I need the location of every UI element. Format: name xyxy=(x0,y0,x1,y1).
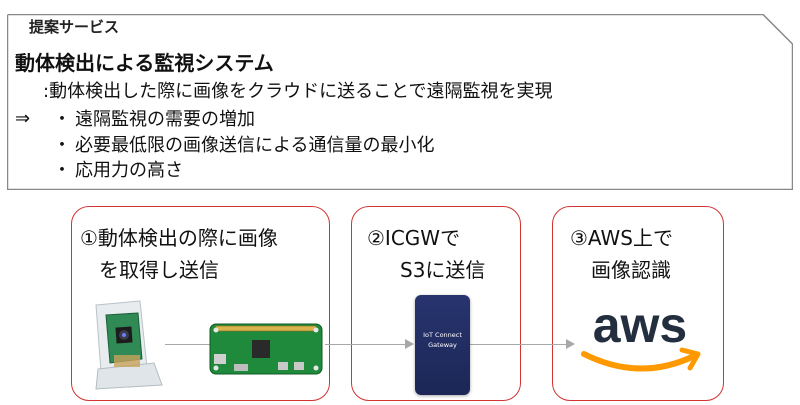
step2-line2: S3に送信 xyxy=(400,258,486,282)
flow-line-pi-to-gateway xyxy=(325,344,405,345)
raspberry-pi-board-icon xyxy=(209,323,323,375)
benefit-item: ・遠隔監視の需要の増加 xyxy=(53,107,434,133)
implies-arrow: ⇒ xyxy=(15,108,31,129)
gateway-label-line1: IoT Connect xyxy=(423,331,462,339)
step2-line1: ②ICGWで xyxy=(367,226,461,250)
benefit-item: ・応用力の高さ xyxy=(53,158,434,184)
flow-arrowhead-aws xyxy=(566,339,575,349)
camera-module-icon xyxy=(95,300,163,390)
flow-line-camera-to-pi xyxy=(165,344,210,345)
iot-connect-gateway-device: IoT Connect Gateway xyxy=(415,295,470,395)
step3-line1: ③AWS上で xyxy=(570,226,673,250)
proposal-tab-label: 提案サービス xyxy=(23,17,126,37)
step3-line2: 画像認識 xyxy=(591,258,671,282)
flow-line-gateway-to-aws xyxy=(470,344,566,345)
bullet-mark: ・ xyxy=(53,109,71,130)
aws-logo-text: aws xyxy=(593,297,688,353)
proposal-description: :動体検出した際に画像をクラウドに送ることで遠隔監視を実現 xyxy=(43,81,553,102)
gateway-label-line2: Gateway xyxy=(428,341,457,349)
bullet-mark: ・ xyxy=(53,134,71,156)
proposal-title: 動体検出による監視システム xyxy=(15,51,274,75)
flow-arrowhead-gateway xyxy=(405,339,414,349)
benefit-list: ・遠隔監視の需要の増加 ・必要最低限の画像送信による通信量の最小化 ・応用力の高… xyxy=(53,107,434,184)
proposal-box: 提案サービス 動体検出による監視システム :動体検出した際に画像をクラウドに送る… xyxy=(7,14,793,190)
benefit-item: ・必要最低限の画像送信による通信量の最小化 xyxy=(53,133,434,159)
step1-line1: ①動体検出の際に画像 xyxy=(80,226,278,250)
aws-logo-icon: aws xyxy=(581,297,701,372)
proposal-frame xyxy=(7,14,793,190)
step1-line2: を取得し送信 xyxy=(99,258,219,282)
bullet-mark: ・ xyxy=(53,160,71,181)
